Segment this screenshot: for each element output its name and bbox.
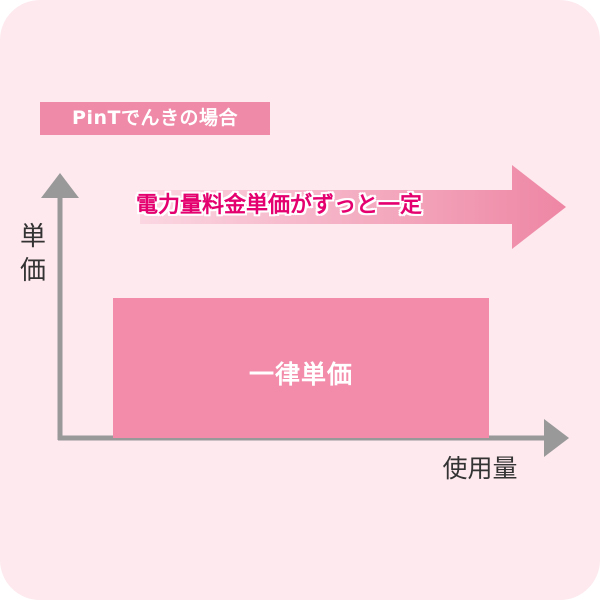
x-axis-arrowhead <box>544 419 569 457</box>
y-axis-label-char-2: 価 <box>19 256 46 286</box>
x-axis-label: 使用量 <box>442 454 518 483</box>
y-axis-arrowhead <box>41 173 79 198</box>
flat-rate-block <box>113 298 489 438</box>
constant-rate-caption: 電力量料金単価がずっと一定 <box>136 193 423 218</box>
title-badge: PinTでんきの場合 <box>40 102 270 135</box>
y-axis-label-char-1: 単 <box>19 222 46 252</box>
constant-rate-arrow <box>140 165 566 249</box>
flat-rate-label: 一律単価 <box>248 360 353 389</box>
